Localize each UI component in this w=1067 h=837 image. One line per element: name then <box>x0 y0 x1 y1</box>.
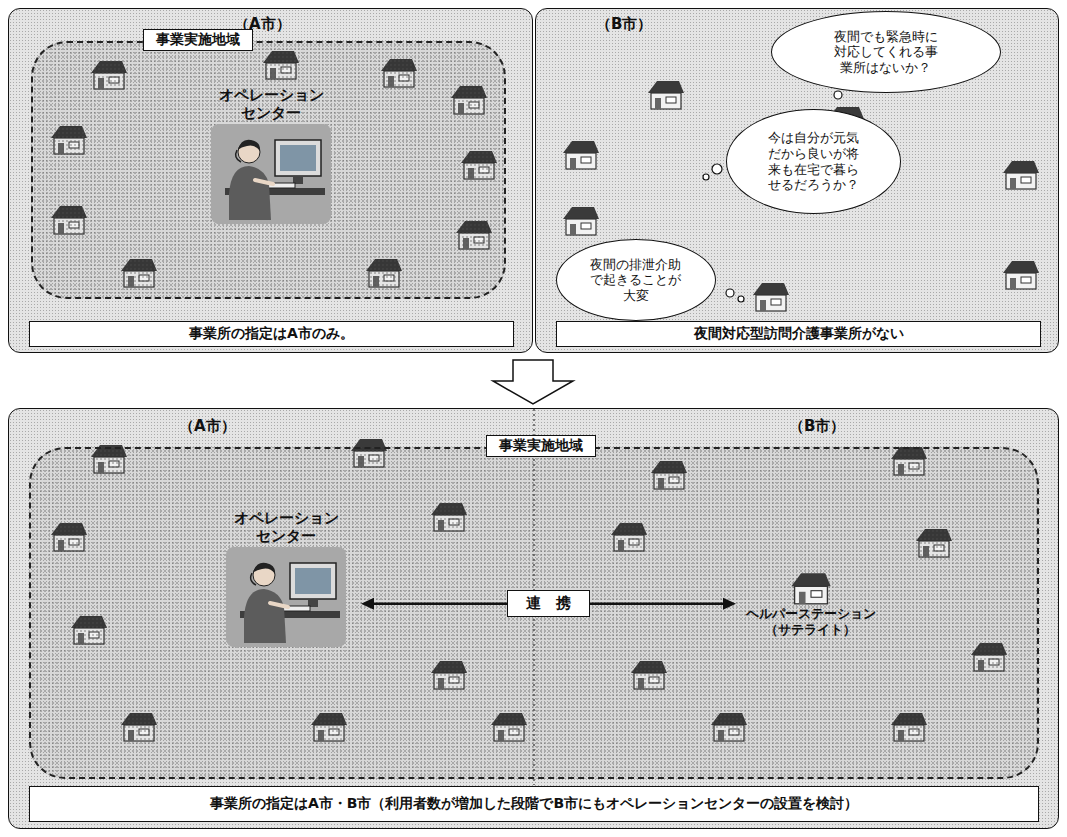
helper-station-icon <box>789 571 833 606</box>
center-label: オペレーションセンター <box>231 509 341 545</box>
edge-label: 連 携 <box>507 590 590 617</box>
area-label: 事業実施地域 <box>143 29 253 51</box>
arrow-head <box>361 598 374 610</box>
house-icon <box>648 81 684 109</box>
operation-center: オペレーションセンター <box>211 509 361 647</box>
thought-dot <box>738 296 744 302</box>
arrow-head <box>723 598 736 610</box>
area-label: 事業実施地域 <box>486 435 596 457</box>
screen <box>295 568 331 594</box>
operation-center: オペレーションセンター <box>196 86 346 224</box>
note-text: 事業所の指定はA市・B市（利用者数が増加した段階でB市にもオペレーションセンター… <box>210 795 858 813</box>
service-area: 事業実施地域オペレーションセンター <box>31 41 506 299</box>
thought-text: 今は自分が元気だから良いが将来も在宅で暮らせるだろうか？ <box>766 130 861 192</box>
operator-arm <box>255 180 273 184</box>
thought-dot <box>726 289 734 297</box>
city-heading: （B市） <box>789 417 845 436</box>
center-label: オペレーションセンター <box>216 86 326 122</box>
operator-body <box>244 589 286 643</box>
city-heading: （A市） <box>179 417 236 436</box>
screen <box>280 145 316 171</box>
monitor <box>290 563 336 599</box>
city-heading: （B市） <box>596 15 652 34</box>
operator-arm <box>270 603 288 607</box>
picture-ground <box>226 547 346 647</box>
thought-bubble: 今は自分が元気だから良いが将来も在宅で暮らせるだろうか？ <box>726 109 901 214</box>
monitor <box>275 140 321 176</box>
operator-body <box>229 166 271 220</box>
operator-hair <box>238 140 260 151</box>
city-panel: （B市） 夜間でも緊急時に対応してくれる事業所はないか？ 今は自分が元気だから良いが… <box>535 8 1059 353</box>
house-icon <box>1003 161 1039 189</box>
operator-illustration <box>226 547 346 647</box>
house-icon <box>1003 261 1039 289</box>
station-label: ヘルパーステーション（サテライト） <box>744 606 878 639</box>
note-text: 夜間対応型訪問介護事業所がない <box>694 325 904 343</box>
city-panel: （A市）事業実施地域オペレーションセンター 事業所の指定はA市のみ。 <box>8 8 533 353</box>
thought-dot <box>703 174 709 180</box>
thought-dot <box>712 164 722 174</box>
thought-text: 夜間でも緊急時に対応してくれる事業所はないか？ <box>832 29 940 76</box>
thought-text: 夜間の排泄介助で起きることが大変 <box>589 257 684 304</box>
headset <box>236 150 241 162</box>
picture-ground <box>211 124 331 224</box>
note-box: 事業所の指定はA市・B市（利用者数が増加した段階でB市にもオペレーションセンター… <box>29 786 1039 822</box>
thought-dot <box>834 91 842 99</box>
house-icon <box>753 283 789 311</box>
down-arrow <box>493 360 573 404</box>
house-icon <box>563 141 599 169</box>
headset <box>251 573 256 585</box>
house-icon <box>791 573 830 604</box>
operator-illustration <box>211 124 331 224</box>
house-icon <box>563 207 599 235</box>
helper-station: ヘルパーステーション（サテライト） <box>736 569 886 639</box>
note-text: 事業所の指定はA市のみ。 <box>189 325 354 343</box>
thought-bubble: 夜間の排泄介助で起きることが大変 <box>556 239 716 321</box>
note-box: 夜間対応型訪問介護事業所がない <box>556 321 1041 347</box>
city-panel: （A市） （B市） 事業実施地域オペレーションセンター ヘルパーステーション（サテラ… <box>8 408 1059 829</box>
thought-bubble: 夜間でも緊急時に対応してくれる事業所はないか？ <box>771 11 1001 93</box>
operator-hair <box>253 563 275 574</box>
note-box: 事業所の指定はA市のみ。 <box>29 321 514 347</box>
